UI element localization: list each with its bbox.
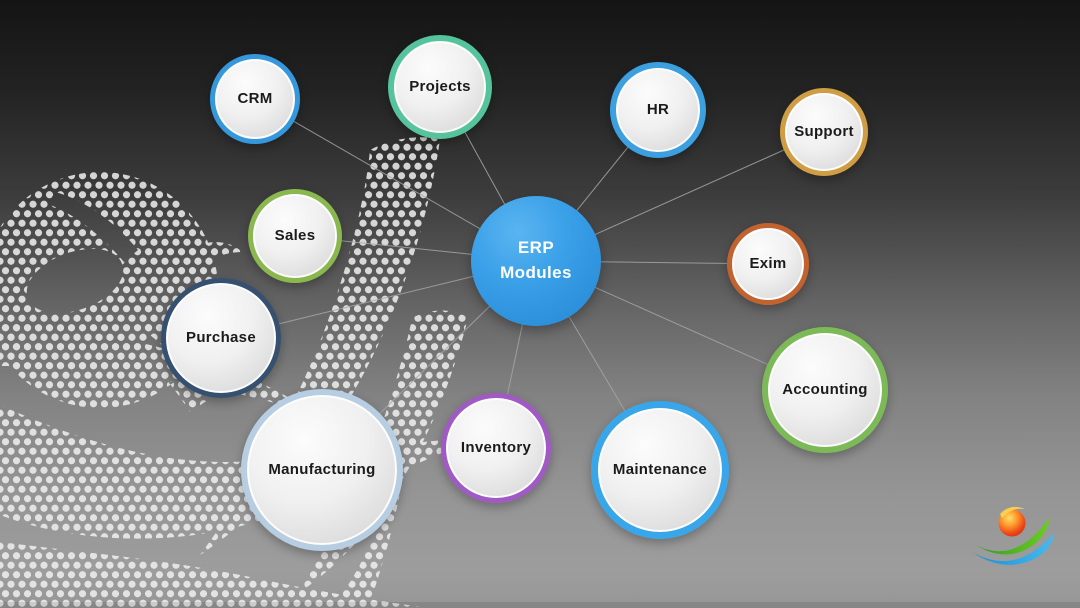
node-exim-label: Exim bbox=[749, 254, 787, 272]
logo-green-swoosh bbox=[976, 517, 1050, 555]
logo-ball-highlight bbox=[1000, 506, 1025, 518]
node-support-label: Support bbox=[794, 122, 854, 140]
node-hr: HR bbox=[610, 62, 706, 158]
logo-orange-ball bbox=[998, 509, 1026, 537]
node-manufacturing: Manufacturing bbox=[241, 389, 403, 551]
node-maintenance: Maintenance bbox=[591, 401, 729, 539]
node-accounting-label: Accounting bbox=[782, 380, 868, 398]
bottom-edge-shade bbox=[0, 602, 1080, 608]
node-sales: Sales bbox=[248, 189, 342, 283]
halftone-streak-1 bbox=[200, 137, 440, 555]
halftone-wave-band-3 bbox=[0, 542, 430, 608]
node-manufacturing-label: Manufacturing bbox=[268, 460, 376, 478]
node-purchase: Purchase bbox=[161, 278, 281, 398]
node-accounting: Accounting bbox=[762, 327, 888, 453]
node-inventory-label: Inventory bbox=[460, 438, 532, 456]
node-maintenance-label: Maintenance bbox=[612, 460, 708, 478]
node-crm: CRM bbox=[210, 54, 300, 144]
node-erp-modules: ERP Modules bbox=[471, 196, 601, 326]
node-crm-label: CRM bbox=[237, 89, 273, 107]
node-projects: Projects bbox=[388, 35, 492, 139]
halftone-wave-band-2 bbox=[0, 405, 475, 539]
node-support: Support bbox=[780, 88, 868, 176]
halftone-wave-band-1 bbox=[0, 322, 318, 418]
logo-blue-swoosh bbox=[972, 533, 1054, 565]
node-projects-label: Projects bbox=[409, 77, 471, 95]
node-purchase-label: Purchase bbox=[186, 328, 256, 346]
node-sales-label: Sales bbox=[274, 226, 316, 244]
node-inventory: Inventory bbox=[441, 393, 551, 503]
hub-label-line2: Modules bbox=[500, 263, 572, 282]
node-exim: Exim bbox=[727, 223, 809, 305]
company-logo-icon bbox=[972, 506, 1054, 565]
node-hr-label: HR bbox=[646, 100, 670, 118]
hub-label-line1: ERP bbox=[517, 238, 555, 258]
